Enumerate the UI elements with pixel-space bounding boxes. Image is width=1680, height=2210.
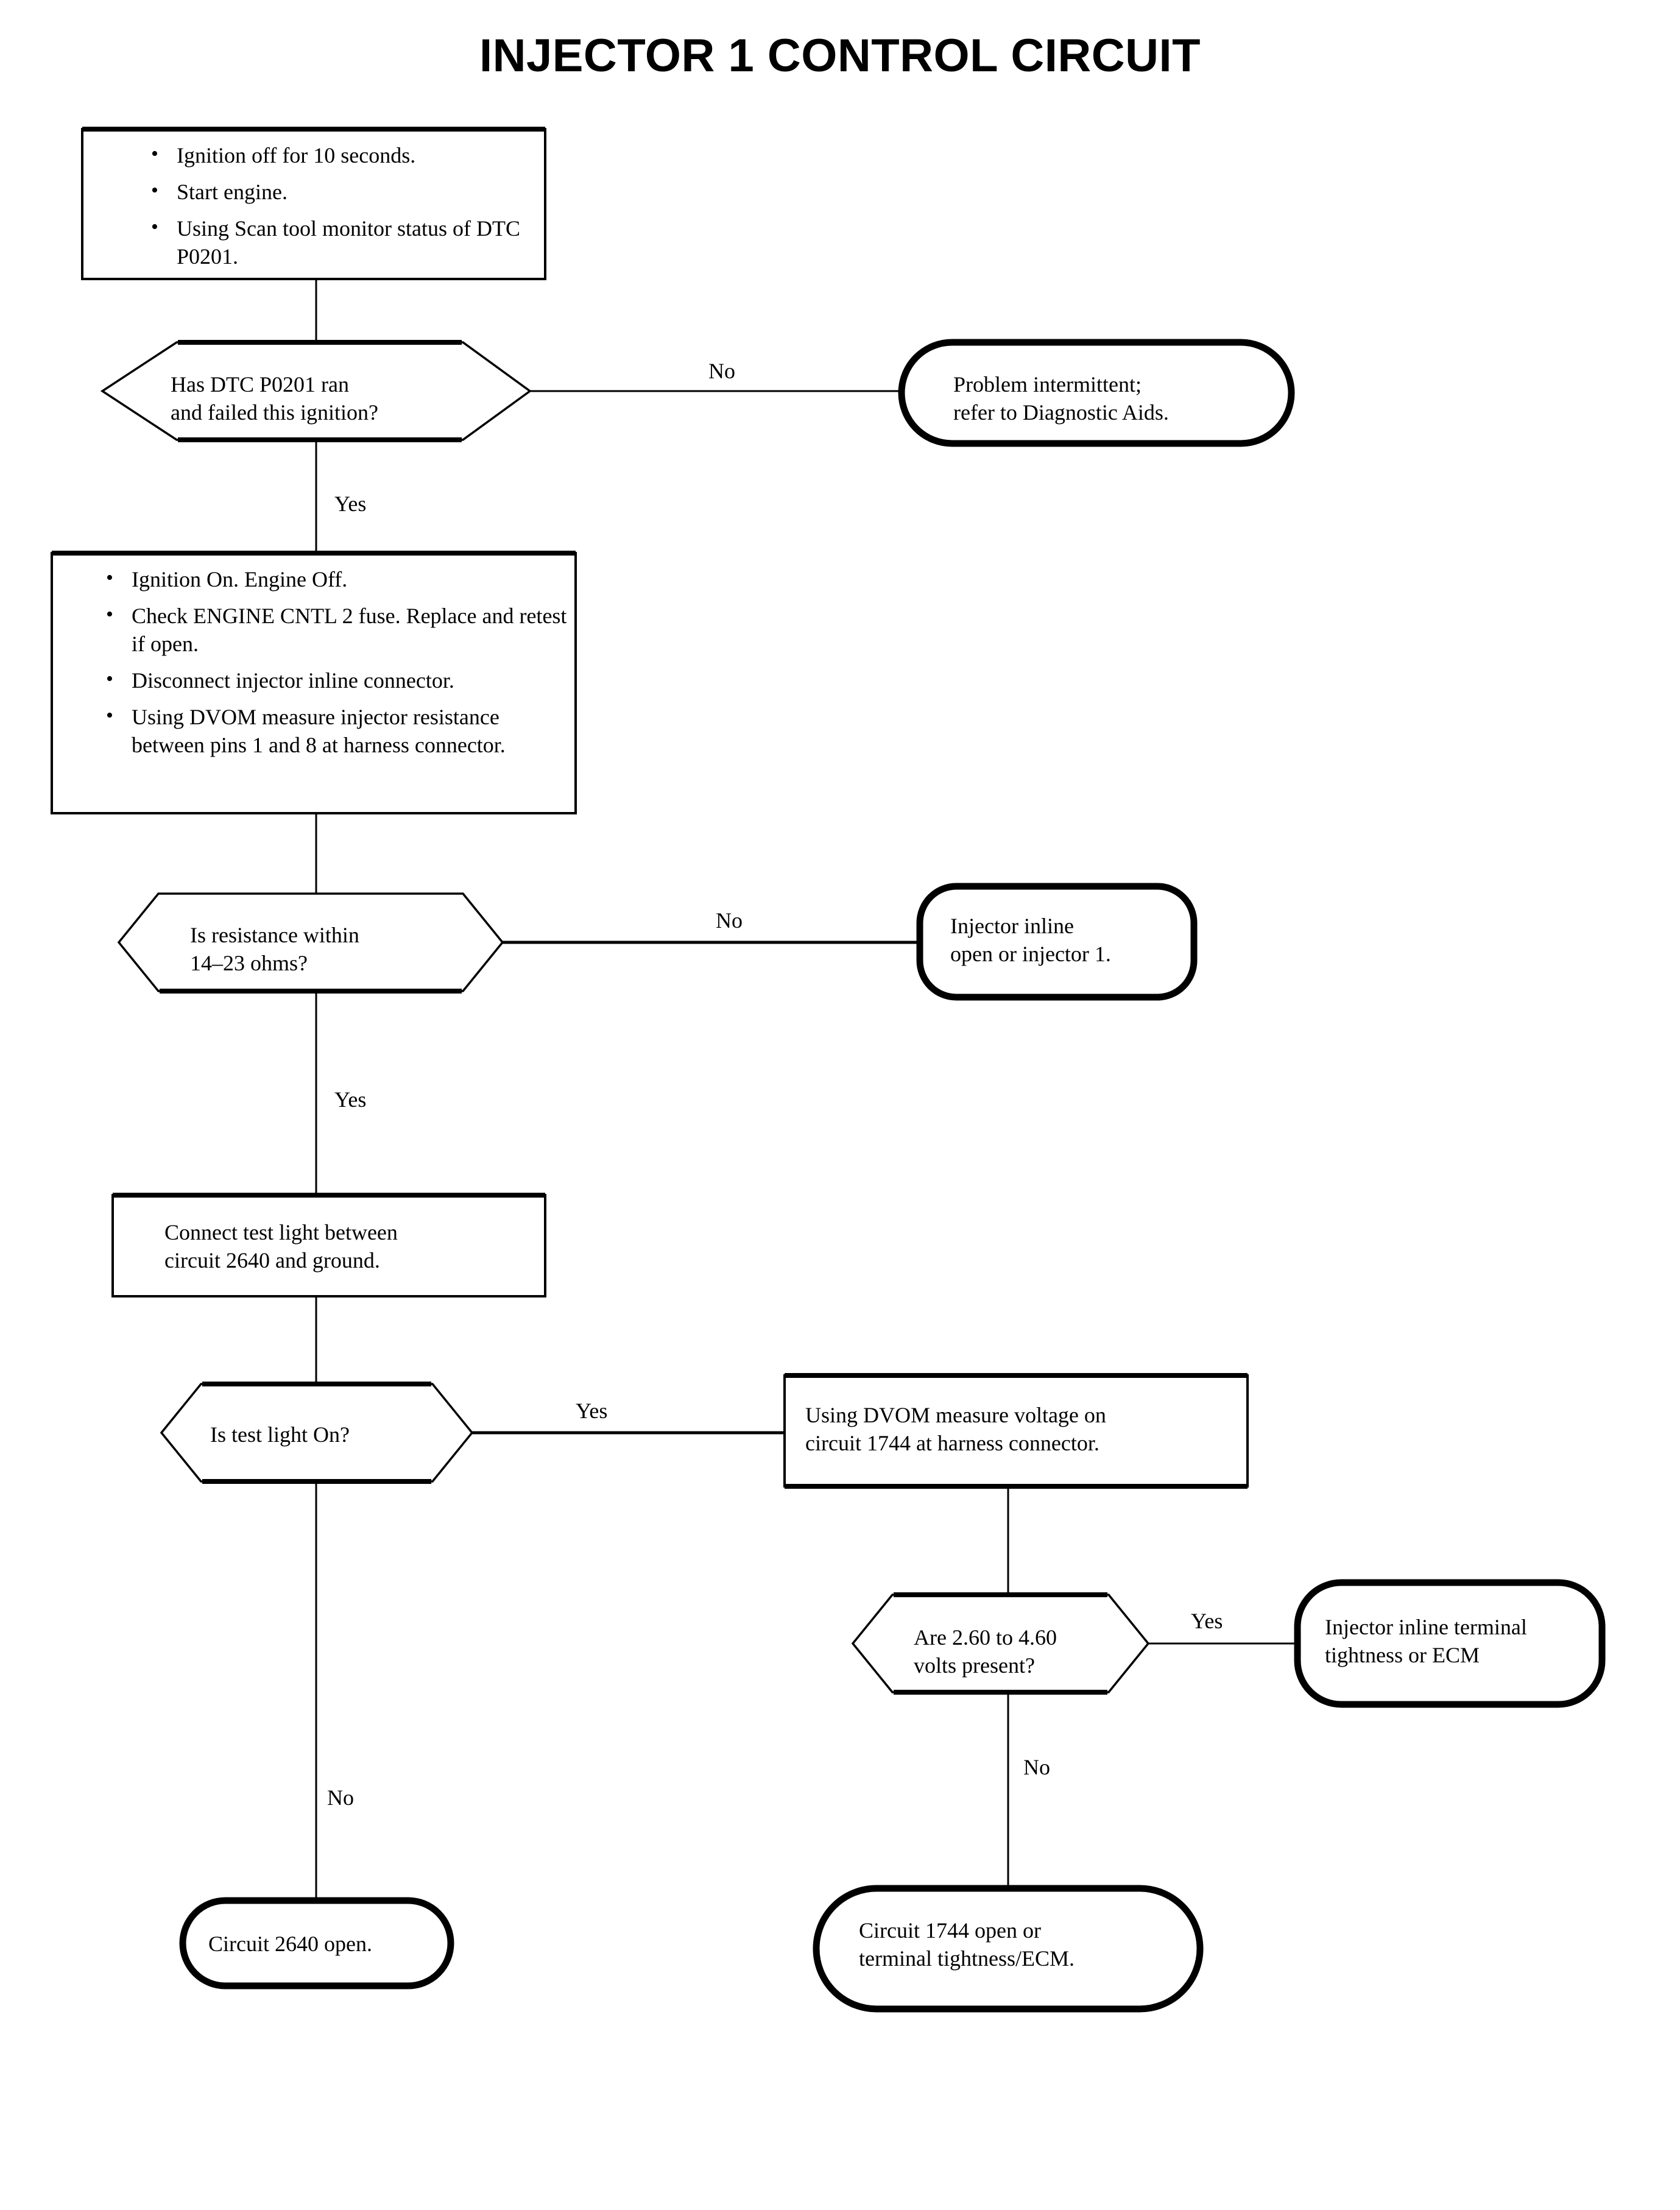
node-decision3-hex: [160, 1383, 474, 1483]
list-item: Ignition off for 10 seconds.: [141, 140, 531, 169]
node-decision3-text: Is test light On?: [210, 1422, 350, 1447]
node-terminal5-stadium: [813, 1885, 1204, 2013]
edge-label-decision1-yes: Yes: [334, 492, 367, 516]
node-terminal5-text: Circuit 1744 open or terminal tightness/…: [859, 1918, 1075, 1971]
list-item: Ignition On. Engine Off.: [96, 564, 571, 593]
node-step2-text: Ignition On. Engine Off. Check ENGINE CN…: [96, 564, 571, 759]
edge-label-decision4-no: No: [1023, 1755, 1050, 1779]
node-decision1-hex: [100, 341, 532, 441]
list-item: Using Scan tool monitor status of DTC P0…: [141, 213, 531, 270]
edge-label-decision3-yes: Yes: [576, 1399, 608, 1423]
edge-label-decision1-no: No: [708, 359, 735, 383]
list-item: Start engine.: [141, 177, 531, 206]
node-decision4-hex: [851, 1594, 1150, 1693]
node-decision2-text: Is resistance within 14–23 ohms?: [190, 923, 359, 975]
node-terminal2-stadium: [916, 883, 1198, 1001]
node-terminal1-text: Problem intermittent; refer to Diagnosti…: [953, 372, 1169, 425]
edge-label-decision4-yes: Yes: [1191, 1609, 1223, 1633]
node-step4-text: Using DVOM measure voltage on circuit 17…: [805, 1403, 1106, 1455]
edge-label-decision3-no: No: [327, 1785, 354, 1810]
node-decision4-text: Are 2.60 to 4.60 volts present?: [914, 1625, 1057, 1678]
edge-label-decision2-yes: Yes: [334, 1087, 367, 1112]
list-item: Using DVOM measure injector resistance b…: [96, 702, 571, 759]
list-item: Disconnect injector inline connector.: [96, 665, 571, 694]
node-terminal3-text: Injector inline terminal tightness or EC…: [1325, 1615, 1527, 1667]
node-terminal4-stadium: [179, 1897, 454, 1989]
node-step3-text: Connect test light between circuit 2640 …: [164, 1220, 398, 1273]
node-terminal1-stadium: [898, 339, 1295, 447]
node-terminal3-stadium: [1294, 1579, 1606, 1708]
node-decision2-hex: [117, 892, 504, 992]
node-decision1-text: Has DTC P0201 ran and failed this igniti…: [171, 372, 378, 425]
node-terminal2-text: Injector inline open or injector 1.: [950, 914, 1111, 966]
edge-label-decision2-no: No: [716, 908, 743, 933]
page-title: INJECTOR 1 CONTROL CIRCUIT: [479, 30, 1201, 82]
node-step1-text: Ignition off for 10 seconds. Start engin…: [141, 140, 531, 270]
list-item: Check ENGINE CNTL 2 fuse. Replace and re…: [96, 601, 571, 658]
node-terminal4-text: Circuit 2640 open.: [208, 1932, 372, 1956]
